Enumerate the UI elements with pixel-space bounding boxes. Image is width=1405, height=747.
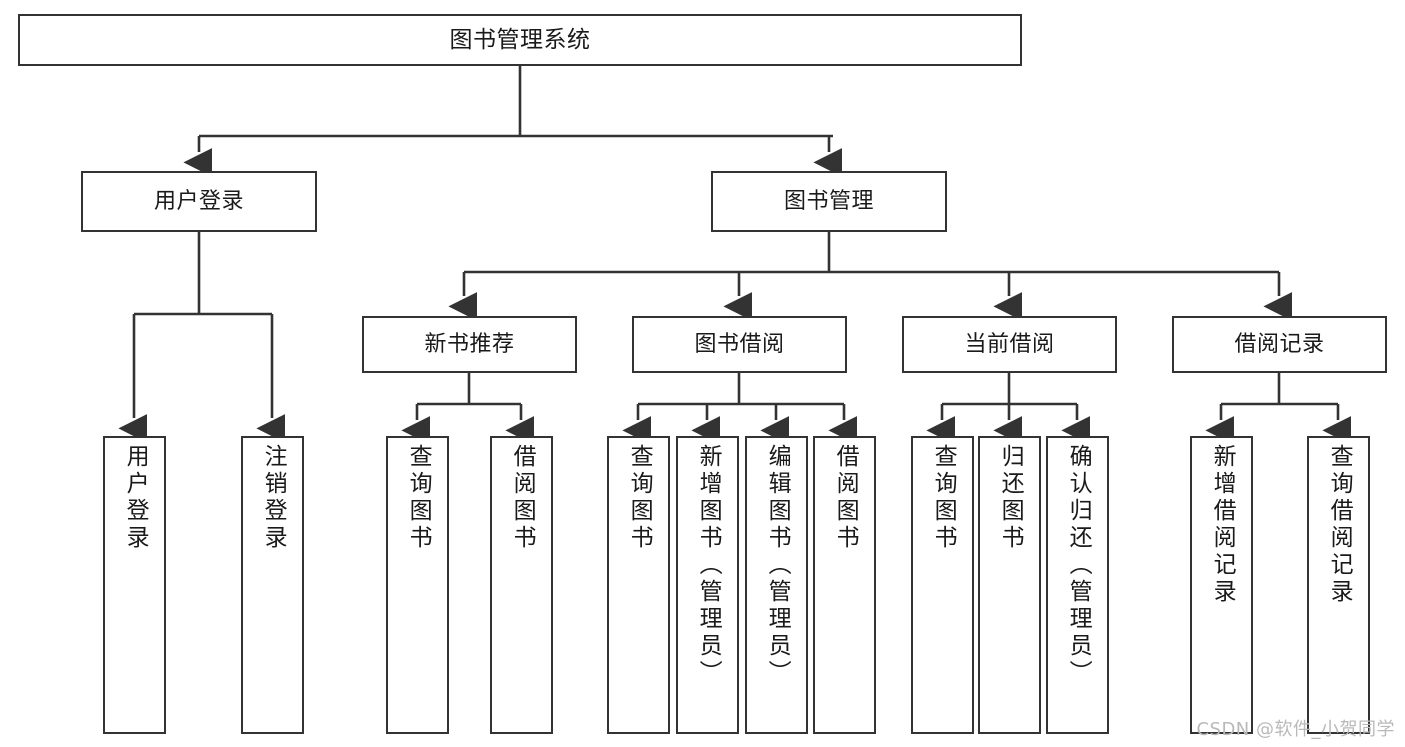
node-label: 新书推荐 bbox=[424, 331, 515, 357]
node-leaf-user-login[interactable]: 用户登录 bbox=[103, 436, 166, 734]
node-leaf-return-book[interactable]: 归还图书 bbox=[978, 436, 1041, 734]
node-label: 用户登录 bbox=[122, 444, 149, 552]
node-label: 借阅图书 bbox=[832, 444, 859, 552]
node-label: 新增借阅记录 bbox=[1209, 444, 1236, 606]
node-label: 当前借阅 bbox=[964, 331, 1055, 357]
node-user-login[interactable]: 用户登录 bbox=[81, 171, 317, 232]
node-book-management[interactable]: 图书管理 bbox=[711, 171, 947, 232]
node-new-book-recommend[interactable]: 新书推荐 bbox=[362, 316, 577, 373]
node-leaf-add-record[interactable]: 新增借阅记录 bbox=[1190, 436, 1253, 734]
node-leaf-borrow-book-2[interactable]: 借阅图书 bbox=[813, 436, 876, 734]
node-current-borrow[interactable]: 当前借阅 bbox=[902, 316, 1117, 373]
node-label: 查询图书 bbox=[626, 444, 653, 552]
node-label: 注销登录 bbox=[260, 444, 287, 552]
node-label: 图书管理 bbox=[783, 188, 874, 214]
node-label: 归还图书 bbox=[997, 444, 1024, 552]
node-root-system[interactable]: 图书管理系统 bbox=[18, 14, 1022, 66]
node-book-borrow[interactable]: 图书借阅 bbox=[632, 316, 847, 373]
node-label: 用户登录 bbox=[153, 188, 244, 214]
node-label: 图书借阅 bbox=[694, 331, 785, 357]
node-label: 图书管理系统 bbox=[449, 26, 591, 53]
node-label: 编辑图书（管理员） bbox=[764, 444, 791, 687]
node-leaf-query-book-2[interactable]: 查询图书 bbox=[607, 436, 670, 734]
node-leaf-query-record[interactable]: 查询借阅记录 bbox=[1307, 436, 1370, 734]
node-label: 确认归还（管理员） bbox=[1065, 444, 1092, 687]
csdn-watermark: CSDN @软件_小贺同学 bbox=[1196, 719, 1395, 740]
node-label: 查询图书 bbox=[405, 444, 432, 552]
node-borrow-record[interactable]: 借阅记录 bbox=[1172, 316, 1387, 373]
node-label: 借阅记录 bbox=[1234, 331, 1325, 357]
node-label: 新增图书（管理员） bbox=[695, 444, 722, 687]
node-leaf-borrow-book-1[interactable]: 借阅图书 bbox=[490, 436, 553, 734]
node-leaf-edit-book[interactable]: 编辑图书（管理员） bbox=[745, 436, 808, 734]
node-label: 借阅图书 bbox=[509, 444, 536, 552]
node-label: 查询借阅记录 bbox=[1326, 444, 1353, 606]
node-leaf-confirm-return[interactable]: 确认归还（管理员） bbox=[1046, 436, 1109, 734]
node-label: 查询图书 bbox=[930, 444, 957, 552]
node-leaf-logout-login[interactable]: 注销登录 bbox=[241, 436, 304, 734]
node-leaf-query-book-3[interactable]: 查询图书 bbox=[911, 436, 974, 734]
node-leaf-query-book-1[interactable]: 查询图书 bbox=[386, 436, 449, 734]
node-leaf-add-book[interactable]: 新增图书（管理员） bbox=[676, 436, 739, 734]
